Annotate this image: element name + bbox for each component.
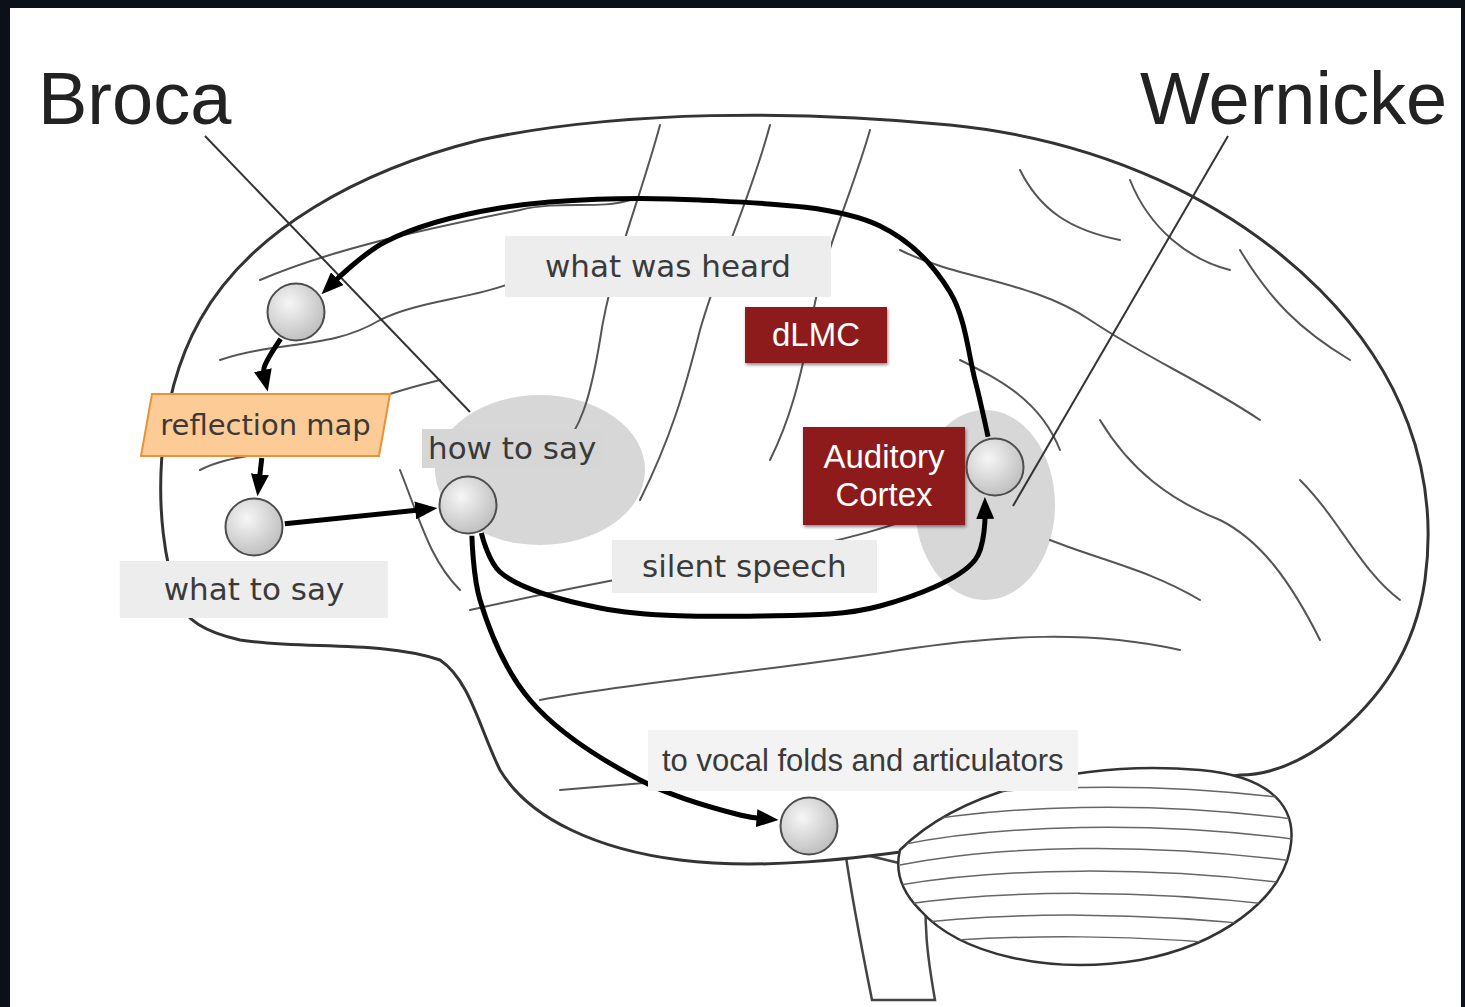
circle-shape bbox=[779, 796, 839, 856]
leader-line bbox=[1013, 136, 1228, 506]
circle-outline bbox=[226, 499, 283, 556]
pathway-arrow bbox=[259, 458, 262, 480]
junction-circle bbox=[965, 437, 1025, 497]
region-label: Auditory Cortex bbox=[813, 438, 955, 514]
region-box: Auditory Cortex bbox=[803, 427, 965, 525]
circle-shape bbox=[266, 282, 326, 342]
circle-shape bbox=[224, 497, 284, 557]
circle-shape bbox=[438, 475, 498, 535]
junction-circle bbox=[266, 282, 326, 342]
node-text-holder: dLMC bbox=[753, 316, 879, 354]
parallelogram-outline bbox=[141, 394, 390, 456]
junction-circle: how to say bbox=[438, 475, 498, 535]
pathway-label: silent speech bbox=[612, 540, 877, 593]
circle-outline bbox=[440, 477, 497, 534]
pathway-label: what was heard bbox=[505, 236, 831, 297]
map-label: reflection map bbox=[160, 408, 370, 443]
area-name: Wernicke bbox=[1140, 62, 1447, 136]
edge-label-holder: silent speech bbox=[612, 540, 877, 593]
sulci bbox=[200, 125, 1400, 790]
pathway-arrow bbox=[285, 510, 421, 524]
region-box: dLMC bbox=[745, 307, 887, 363]
node-text-holder: reflection map bbox=[160, 408, 370, 443]
pathway-label: to vocal folds and articulators bbox=[648, 730, 1078, 791]
area-name-holder: Broca bbox=[38, 62, 231, 136]
region-label: dLMC bbox=[772, 316, 860, 354]
node-caption-holder: what to say bbox=[120, 561, 388, 618]
circle-outline bbox=[781, 798, 838, 855]
broca-area-shade bbox=[435, 395, 645, 545]
junction-circle: what to say bbox=[224, 497, 284, 557]
edge-label-holder: what was heard bbox=[505, 236, 831, 297]
pathway-arrow bbox=[481, 513, 985, 616]
pathway-arrow bbox=[333, 198, 988, 436]
circle-outline bbox=[967, 439, 1024, 496]
edge-label-holder: to vocal folds and articulators bbox=[648, 730, 1078, 791]
map-box: reflection map bbox=[140, 393, 391, 457]
area-name-holder: Wernicke bbox=[1140, 62, 1447, 136]
node-caption-holder: how to say bbox=[422, 429, 602, 468]
leader-line bbox=[205, 136, 470, 412]
cerebellum bbox=[898, 768, 1300, 965]
area-name: Broca bbox=[38, 62, 231, 136]
node-caption: what to say bbox=[120, 561, 388, 618]
junction-circle bbox=[779, 796, 839, 856]
cerebrum-outline bbox=[161, 115, 1428, 864]
node-text-holder: Auditory Cortex bbox=[813, 438, 955, 514]
circle-outline bbox=[268, 284, 325, 341]
pathway-arrow bbox=[264, 339, 281, 376]
circle-shape bbox=[965, 437, 1025, 497]
node-caption: how to say bbox=[422, 429, 602, 468]
